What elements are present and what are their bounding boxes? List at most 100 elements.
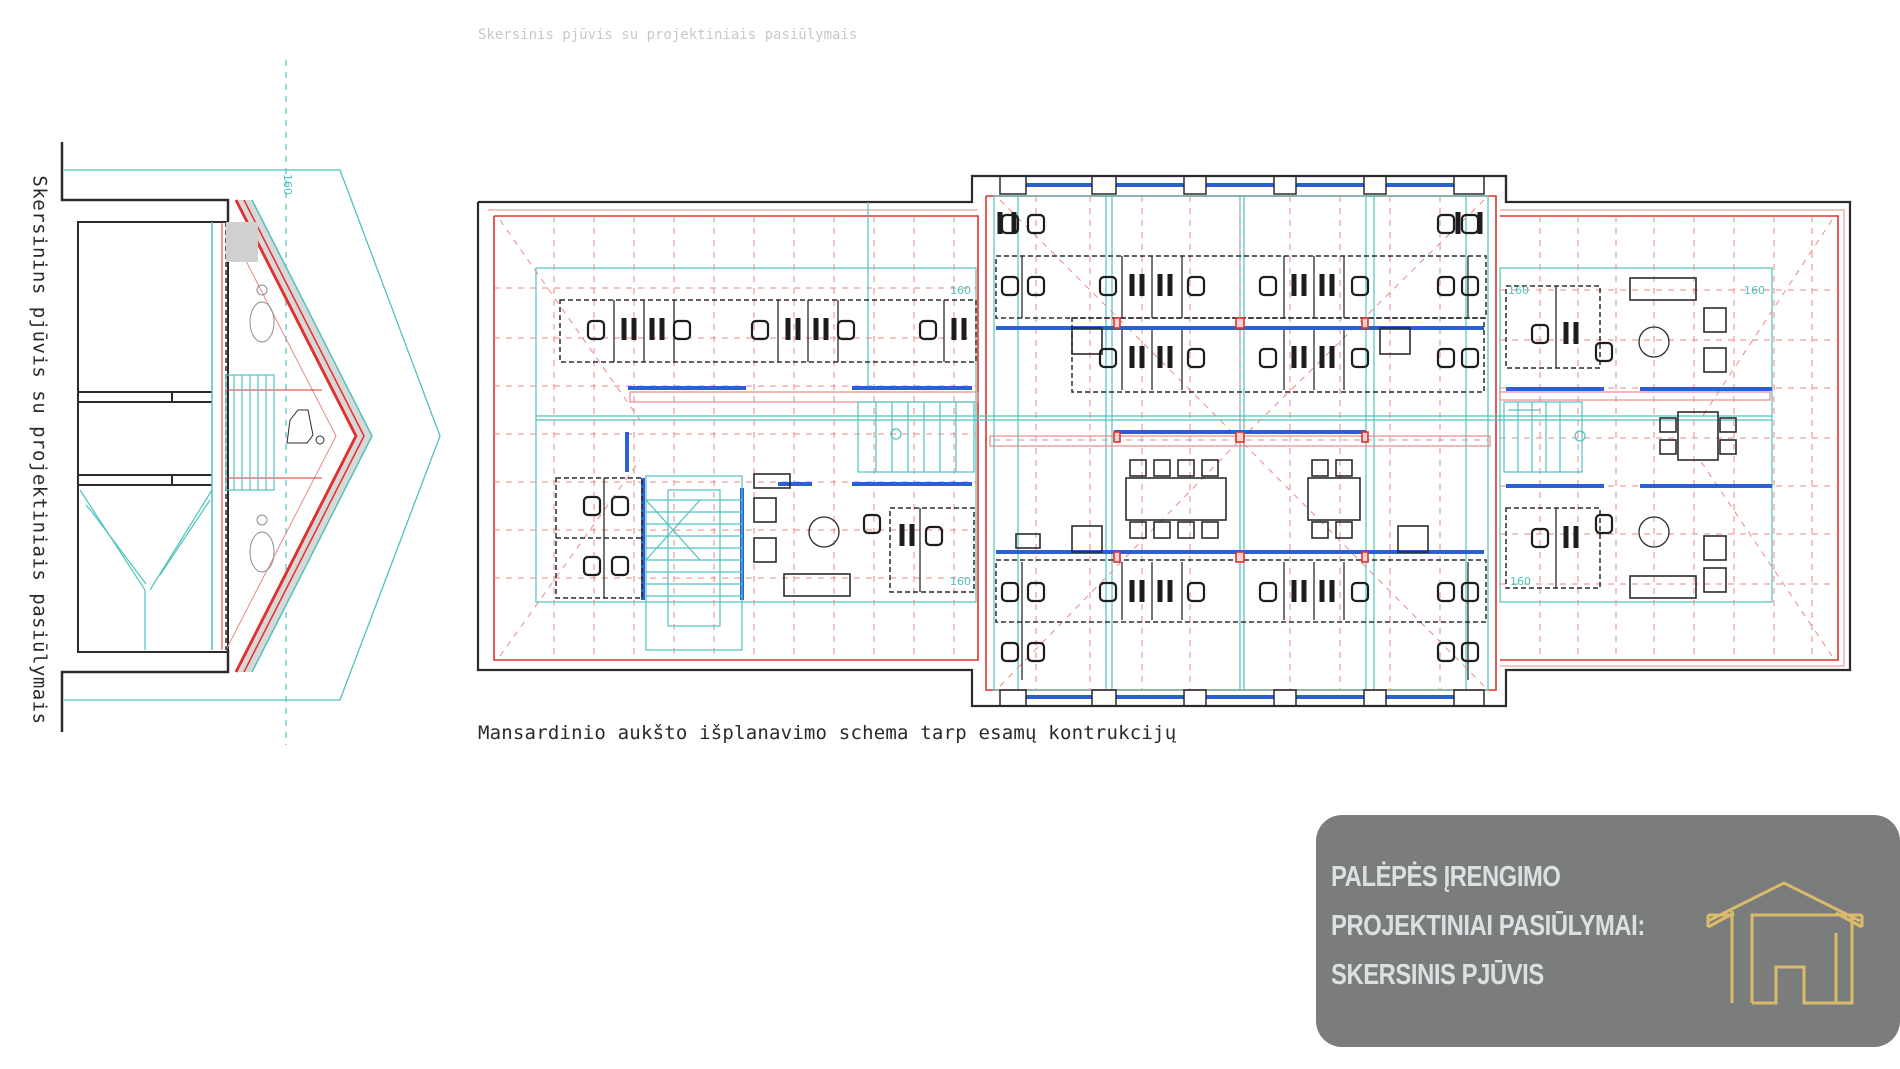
desk-monitor <box>1455 212 1461 234</box>
desk-monitor <box>1157 580 1163 602</box>
plan-window-jambs <box>999 175 1485 707</box>
desk-monitor <box>1477 212 1483 234</box>
office-chair <box>1350 275 1370 297</box>
desk-monitor <box>997 212 1003 234</box>
desk-monitor <box>1319 580 1325 602</box>
office-chair <box>1026 213 1046 235</box>
cross-section-drawing <box>60 60 441 745</box>
desk-monitor <box>1319 274 1325 296</box>
plan-round-tables <box>808 326 1670 548</box>
section-stair <box>79 374 275 650</box>
desk-monitor <box>785 318 791 340</box>
plan-dimension-labels: 160 160 160 160 160 160 <box>281 174 1765 588</box>
desk-monitor <box>1291 274 1297 296</box>
office-chair <box>1436 641 1456 663</box>
office-chair <box>1350 347 1370 369</box>
desk-monitor <box>1573 526 1579 548</box>
office-chair <box>1350 581 1370 603</box>
office-chair <box>586 319 606 341</box>
desk-monitor <box>1139 580 1145 602</box>
office-chair <box>1460 275 1480 297</box>
office-chair <box>1000 581 1020 603</box>
desk-monitor <box>1129 346 1135 368</box>
desk-monitor <box>1167 274 1173 296</box>
office-chair <box>1026 275 1046 297</box>
office-chair <box>1460 347 1480 369</box>
faded-header-text: Skersinis pjūvis su projektiniais pasiūl… <box>478 28 858 42</box>
desk-monitor <box>1563 322 1569 344</box>
office-chair <box>750 319 770 341</box>
office-chair <box>672 319 692 341</box>
desk-monitor <box>1563 526 1569 548</box>
office-chair <box>836 319 856 341</box>
title-line: PROJEKTINIAI PASIŪLYMAI: <box>1331 910 1645 942</box>
dimension-label: 160 <box>1508 284 1529 297</box>
office-chair <box>918 319 938 341</box>
office-chair <box>1258 275 1278 297</box>
house-outline-icon <box>1706 881 1864 1005</box>
dimension-label: 160 <box>1510 575 1531 588</box>
office-chair <box>1026 581 1046 603</box>
desk-monitor <box>1157 274 1163 296</box>
plan-roof-outline-thin <box>488 209 1845 667</box>
desk-monitor <box>1129 274 1135 296</box>
desk-monitor <box>1157 346 1163 368</box>
desk-monitor <box>899 524 905 546</box>
section-outer-walls <box>60 142 230 732</box>
plan-structural-posts <box>1113 317 1369 563</box>
office-chair <box>1594 513 1614 535</box>
plan-cyan-gridlines <box>535 195 1773 691</box>
desk-monitor <box>659 318 665 340</box>
desk-monitor <box>951 318 957 340</box>
desk-monitor <box>1291 580 1297 602</box>
section-roof-layers <box>211 199 373 673</box>
office-chair <box>1258 581 1278 603</box>
desk-monitor <box>1329 580 1335 602</box>
desk-monitor <box>813 318 819 340</box>
plan-outer-walls <box>476 174 1852 708</box>
office-chair <box>1258 347 1278 369</box>
office-chair <box>1186 581 1206 603</box>
desk-monitor <box>631 318 637 340</box>
desk-monitor <box>1301 580 1307 602</box>
desk-monitor <box>961 318 967 340</box>
plan-meeting-tables <box>1015 327 1737 553</box>
desk-monitor <box>823 318 829 340</box>
desk-monitor <box>1319 346 1325 368</box>
office-chair <box>582 495 602 517</box>
desk-monitor <box>1301 346 1307 368</box>
dimension-label: 160 <box>281 174 294 195</box>
plan-red-dashed-grid <box>494 196 1838 690</box>
title-card: PALĖPĖS ĮRENGIMO PROJEKTINIAI PASIŪLYMAI… <box>1316 815 1900 1047</box>
desk-monitor <box>1329 274 1335 296</box>
office-chair <box>1098 581 1118 603</box>
office-chair <box>1098 275 1118 297</box>
desk-monitor <box>1291 346 1297 368</box>
dimension-label: 160 <box>950 575 971 588</box>
desk-monitor <box>1167 346 1173 368</box>
office-chair <box>1460 641 1480 663</box>
desk-monitor <box>649 318 655 340</box>
desk-monitor <box>621 318 627 340</box>
plan-desk-dividers <box>603 256 1557 680</box>
floor-plan-caption: Mansardinio aukšto išplanavimo schema ta… <box>478 722 1177 744</box>
desk-monitor <box>1139 346 1145 368</box>
desk-monitor <box>1167 580 1173 602</box>
desk-monitor <box>1011 212 1017 234</box>
title-line: PALĖPĖS ĮRENGIMO <box>1331 861 1561 893</box>
desk-monitor <box>1139 274 1145 296</box>
office-chair <box>1186 347 1206 369</box>
office-chair <box>1000 641 1020 663</box>
floor-plan-drawing: 160 160 160 160 160 160 <box>281 174 1852 708</box>
office-chair <box>1436 347 1456 369</box>
desk-monitor <box>795 318 801 340</box>
plan-office-chairs <box>582 212 1614 663</box>
office-chair <box>610 555 630 577</box>
desk-monitor <box>1129 580 1135 602</box>
office-chair <box>1436 213 1456 235</box>
title-card-heading: PALĖPĖS ĮRENGIMO PROJEKTINIAI PASIŪLYMAI… <box>1331 853 1645 1000</box>
office-chair <box>1436 275 1456 297</box>
office-chair <box>1530 527 1550 549</box>
plan-roof-outline <box>493 195 1839 691</box>
